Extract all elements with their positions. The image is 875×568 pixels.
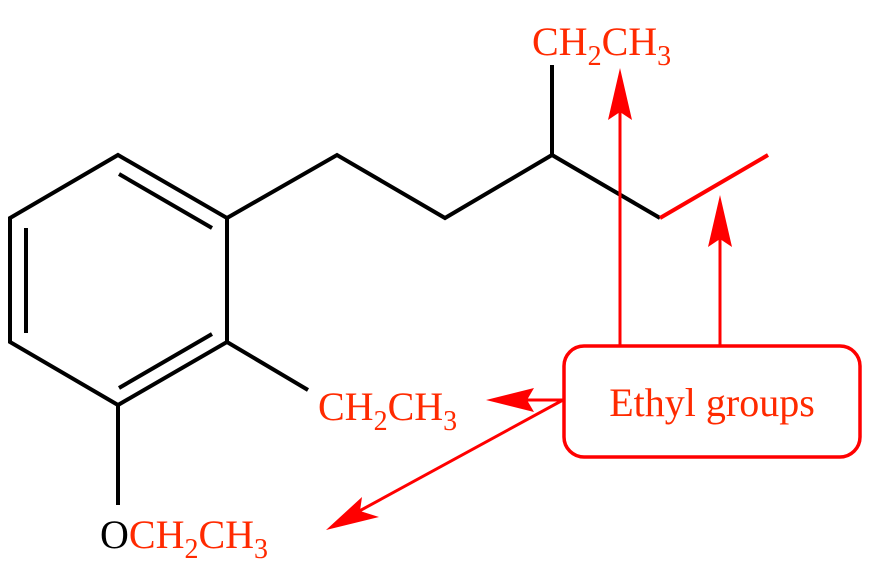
arrowhead-left-icon xyxy=(486,388,534,412)
ortho-bond xyxy=(225,340,310,392)
arrowhead-diag-icon xyxy=(326,497,379,530)
alkyl-chain xyxy=(226,65,770,221)
arrowhead-up-icon xyxy=(608,68,632,120)
callout-label: Ethyl groups xyxy=(609,380,815,425)
benzene-ring xyxy=(8,152,229,408)
highlighted-ethyl-bond xyxy=(658,153,770,220)
ethyl-groups-callout: Ethyl groups xyxy=(562,344,862,459)
top-ethyl-label: CH2CH3 xyxy=(532,19,671,72)
arrow-to-ethoxy xyxy=(351,398,564,517)
ortho-ethyl-label: CH2CH3 xyxy=(318,384,457,437)
annotation-arrows xyxy=(326,68,732,530)
arrowhead-up-icon xyxy=(708,195,732,247)
ethoxy-label: OCH2CH3 xyxy=(100,512,268,565)
